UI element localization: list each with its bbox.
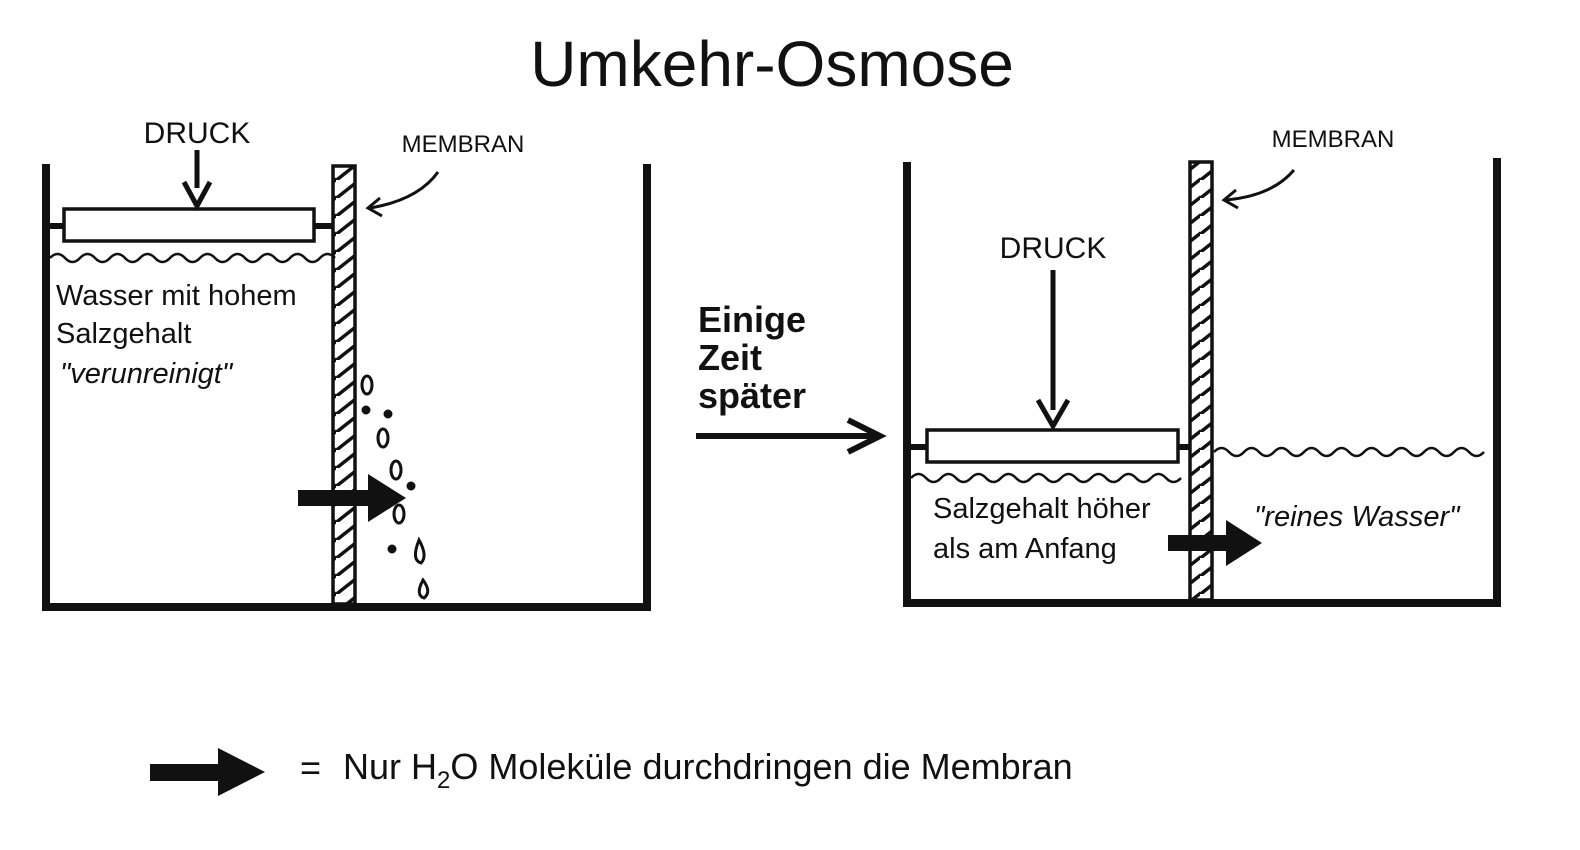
legend-arrow-icon [218,748,265,796]
droplet-icon [392,503,406,525]
right-flow-arrow-shaft [1168,535,1238,551]
page-title: Umkehr-Osmose [530,28,1014,100]
right-membrane-pointer-icon [1225,169,1296,202]
droplet-icon [376,427,390,449]
droplets [360,374,430,600]
transition-line3: später [698,375,806,416]
left-membrane [331,164,357,606]
right-pure-water-surface [1213,446,1485,458]
left-tank [42,164,651,611]
droplet-icon [406,481,416,491]
right-membrane [1188,160,1214,602]
legend-text-after: O Moleküle durchdringen die Membran [450,746,1072,787]
right-salt-line1: Salzgehalt höher [933,493,1151,525]
right-pure-water-label: "reines Wasser" [1254,501,1461,533]
left-membrane-pointer-icon [369,171,440,210]
left-piston [62,207,316,243]
left-panel: DRUCK MEMBRAN Wasser mit hohem Salzgehal… [42,117,651,611]
right-flow-arrow-icon [1226,520,1262,566]
left-flow-arrow-shaft [298,490,380,506]
right-pressure-label: DRUCK [1000,232,1107,265]
transition: Einige Zeit später [696,299,887,455]
right-salt-line2: als am Anfang [933,533,1117,565]
left-water-line2: Salzgehalt [56,318,191,350]
left-pressure-arrow-icon [181,180,213,212]
right-pressure-arrow-icon [1035,398,1071,432]
legend-subscript: 2 [437,767,450,794]
transition-line1: Einige [698,299,806,340]
left-water-line3: "verunreinigt" [60,358,234,390]
legend: = Nur H2O Moleküle durchdringen die Memb… [150,746,1073,796]
right-membrane-label: MEMBRAN [1272,126,1395,153]
right-piston [925,428,1180,464]
transition-arrow-icon [846,417,887,455]
legend-arrow-shaft [150,764,230,781]
droplet-icon [383,409,393,419]
droplet-icon [389,459,403,481]
legend-text: Nur H2O Moleküle durchdringen die Membra… [343,746,1073,794]
droplet-icon [387,544,397,554]
left-pressure-label: DRUCK [144,117,251,150]
left-water-surface [49,252,336,264]
left-flow-arrow-icon [368,474,406,522]
droplet-icon [360,374,374,396]
droplet-icon [417,577,430,600]
legend-text-before: Nur H [343,746,437,787]
droplet-icon [361,405,371,415]
left-membrane-label: MEMBRAN [402,131,525,158]
right-panel: DRUCK MEMBRAN Salzgehalt höher als am An… [903,126,1501,607]
legend-equals: = [300,747,321,788]
transition-line2: Zeit [698,337,762,378]
left-water-line1: Wasser mit hohem [56,280,297,312]
droplet-icon [414,536,426,565]
right-tank [903,158,1501,607]
right-left-water-surface [910,472,1182,484]
